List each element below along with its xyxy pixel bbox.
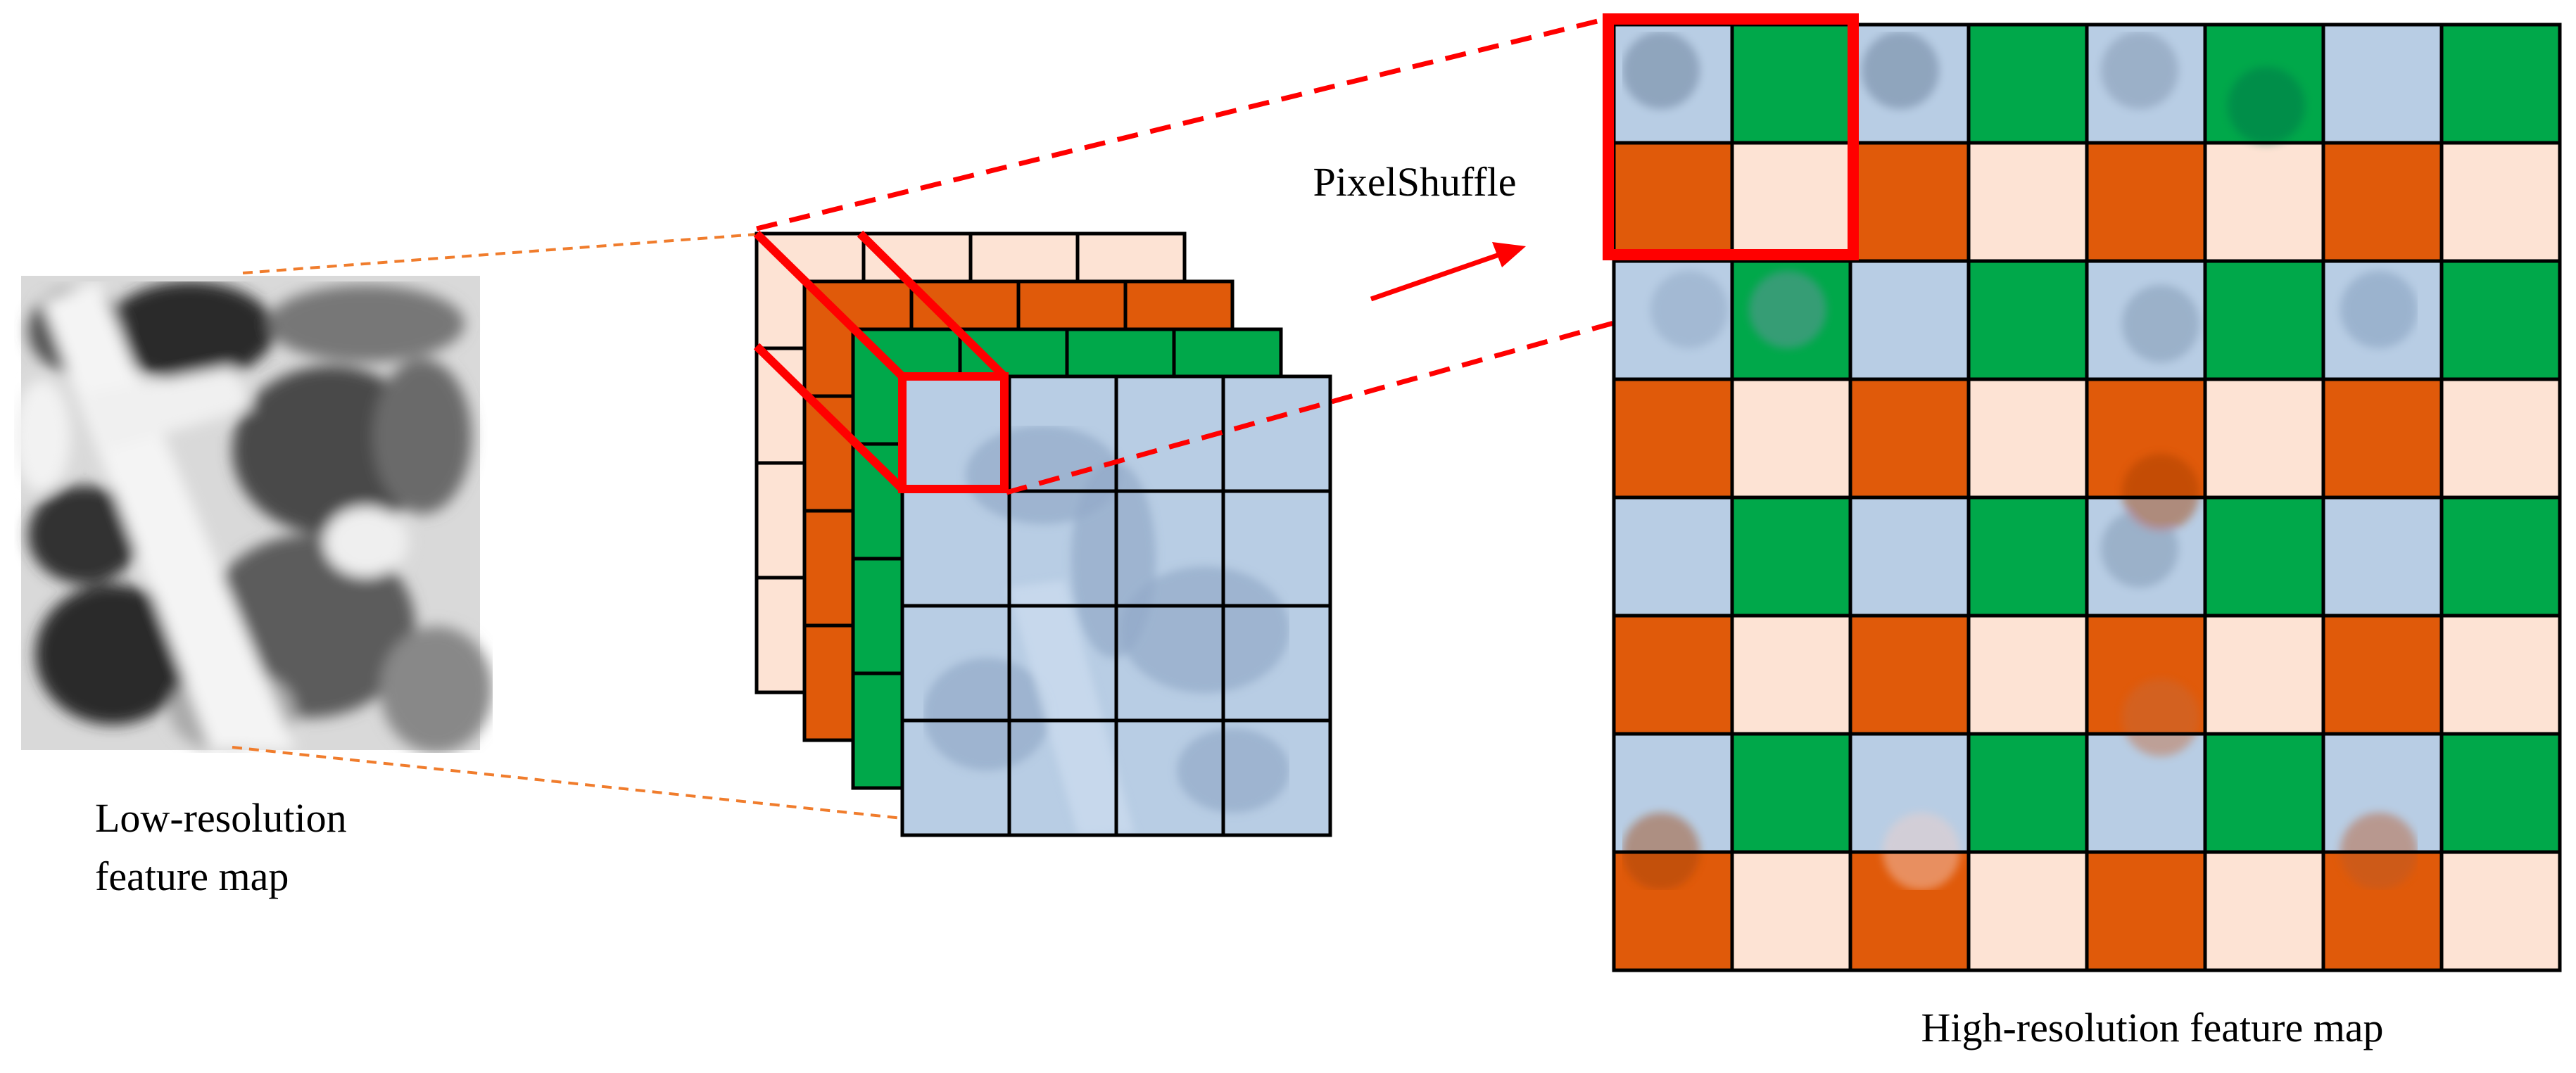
output-cell — [1612, 377, 1734, 500]
output-cell — [1966, 259, 2089, 381]
channel-layer-4 — [900, 374, 1332, 837]
projection-lines — [756, 17, 1859, 495]
output-cell — [2321, 495, 2444, 618]
output-cell — [1612, 141, 1734, 263]
output-cell — [2203, 495, 2325, 618]
output-cell — [2203, 141, 2325, 263]
high-resolution-grid — [1612, 23, 2562, 972]
high-res-label: High-resolution feature map — [1921, 1005, 2383, 1050]
output-cell — [1848, 614, 1971, 736]
right-arrow-icon — [1370, 242, 1526, 302]
output-cell — [1730, 732, 1852, 854]
output-cell — [1848, 141, 1971, 263]
output-cell — [2321, 377, 2444, 500]
output-cell — [1966, 23, 2089, 145]
output-cell — [1966, 732, 2089, 854]
output-cell — [2439, 732, 2562, 854]
output-cell — [1966, 141, 2089, 263]
low-res-label-line1: Low-resolution — [95, 795, 347, 841]
operation-label: PixelShuffle — [1313, 159, 1517, 205]
output-cell — [2439, 23, 2562, 145]
output-cell — [2321, 614, 2444, 736]
output-cell — [1848, 259, 1971, 381]
output-cell — [1848, 377, 1971, 500]
low-res-guide-lines — [232, 233, 903, 820]
output-cell — [2439, 259, 2562, 381]
output-cell — [1848, 495, 1971, 618]
output-cell — [1730, 377, 1852, 500]
output-cell — [2203, 732, 2325, 854]
low-res-label-line2: feature map — [95, 853, 289, 899]
output-cell — [2203, 850, 2325, 972]
output-cell — [2203, 377, 2325, 500]
output-highlight — [1603, 13, 1859, 260]
low-resolution-image — [14, 276, 493, 753]
output-cell — [1730, 614, 1852, 736]
output-cell — [2085, 850, 2207, 972]
output-cell — [2439, 377, 2562, 500]
output-cell — [2203, 259, 2325, 381]
output-cell — [2321, 141, 2444, 263]
output-cell — [2439, 850, 2562, 972]
output-cell — [2439, 141, 2562, 263]
output-cell — [1730, 495, 1852, 618]
output-cell — [1730, 141, 1852, 263]
output-cell-border — [2439, 850, 2562, 972]
output-cell — [1612, 614, 1734, 736]
output-cell — [1966, 495, 2089, 618]
output-cell — [1730, 23, 1852, 145]
output-cell — [1730, 850, 1852, 972]
output-cell — [1612, 495, 1734, 618]
output-cell — [2085, 141, 2207, 263]
output-cell — [1966, 614, 2089, 736]
output-cell — [2321, 23, 2444, 145]
layer-cell — [1221, 718, 1332, 837]
output-cell — [2439, 495, 2562, 618]
output-cell — [2439, 614, 2562, 736]
output-cell — [1966, 377, 2089, 500]
output-cell — [2203, 614, 2325, 736]
stack-highlight — [753, 230, 1009, 493]
output-cell — [1966, 850, 2089, 972]
